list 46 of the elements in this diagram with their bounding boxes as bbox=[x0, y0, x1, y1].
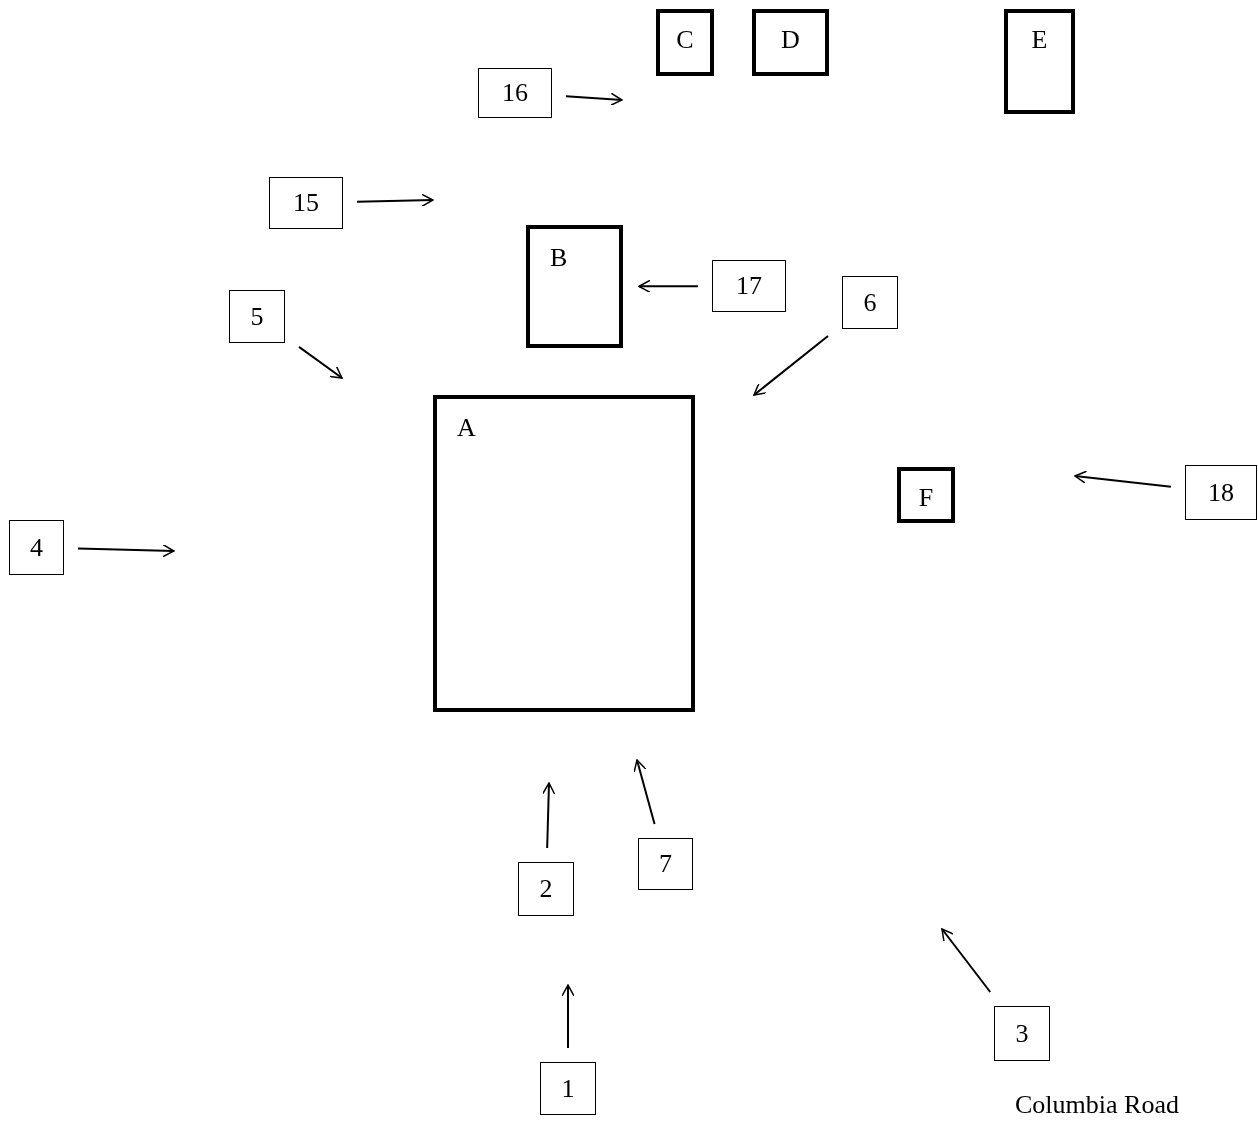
arrow bbox=[565, 92, 623, 106]
building-label: E bbox=[1031, 27, 1048, 56]
callout-number: 5 bbox=[250, 303, 264, 330]
callout-number: 7 bbox=[659, 851, 672, 877]
callout-box bbox=[478, 68, 552, 118]
building-outline bbox=[897, 467, 955, 523]
building-label: C bbox=[676, 27, 694, 56]
building-outline bbox=[1004, 9, 1075, 114]
callout-number: 15 bbox=[293, 190, 319, 216]
building-outline bbox=[433, 395, 695, 712]
building-label: B bbox=[550, 243, 568, 272]
callout-box bbox=[269, 177, 343, 229]
building-outline bbox=[752, 9, 829, 76]
building-outline bbox=[656, 9, 714, 76]
arrow bbox=[638, 279, 699, 294]
street-label: Columbia Road bbox=[1015, 1090, 1179, 1120]
arrow bbox=[77, 543, 175, 558]
callout-number: 17 bbox=[736, 273, 762, 299]
arrow bbox=[298, 345, 343, 379]
arrow bbox=[753, 335, 829, 396]
callout-number: 6 bbox=[863, 289, 877, 316]
arrow bbox=[941, 928, 992, 993]
callout-box bbox=[994, 1006, 1050, 1061]
callout-number: 1 bbox=[561, 1075, 575, 1102]
callout-box bbox=[638, 838, 693, 890]
callout-box bbox=[1185, 465, 1257, 520]
arrow bbox=[1074, 470, 1172, 488]
building-label: D bbox=[781, 27, 800, 56]
callout-box bbox=[9, 520, 64, 575]
callout-number: 4 bbox=[30, 534, 43, 561]
arrow bbox=[541, 782, 556, 849]
callout-number: 18 bbox=[1208, 479, 1234, 506]
building-outline bbox=[526, 225, 623, 348]
arrow bbox=[561, 984, 575, 1049]
arrow bbox=[633, 759, 656, 825]
callout-number: 2 bbox=[539, 876, 553, 902]
callout-number: 16 bbox=[502, 80, 528, 106]
callout-box bbox=[842, 276, 898, 329]
callout-number: 3 bbox=[1015, 1020, 1029, 1047]
callout-box bbox=[540, 1062, 596, 1115]
building-label: A bbox=[457, 413, 476, 442]
callout-box bbox=[518, 862, 574, 916]
building-label: F bbox=[918, 485, 934, 511]
callout-box bbox=[712, 260, 786, 312]
callout-box bbox=[229, 290, 285, 343]
arrow bbox=[356, 193, 434, 207]
